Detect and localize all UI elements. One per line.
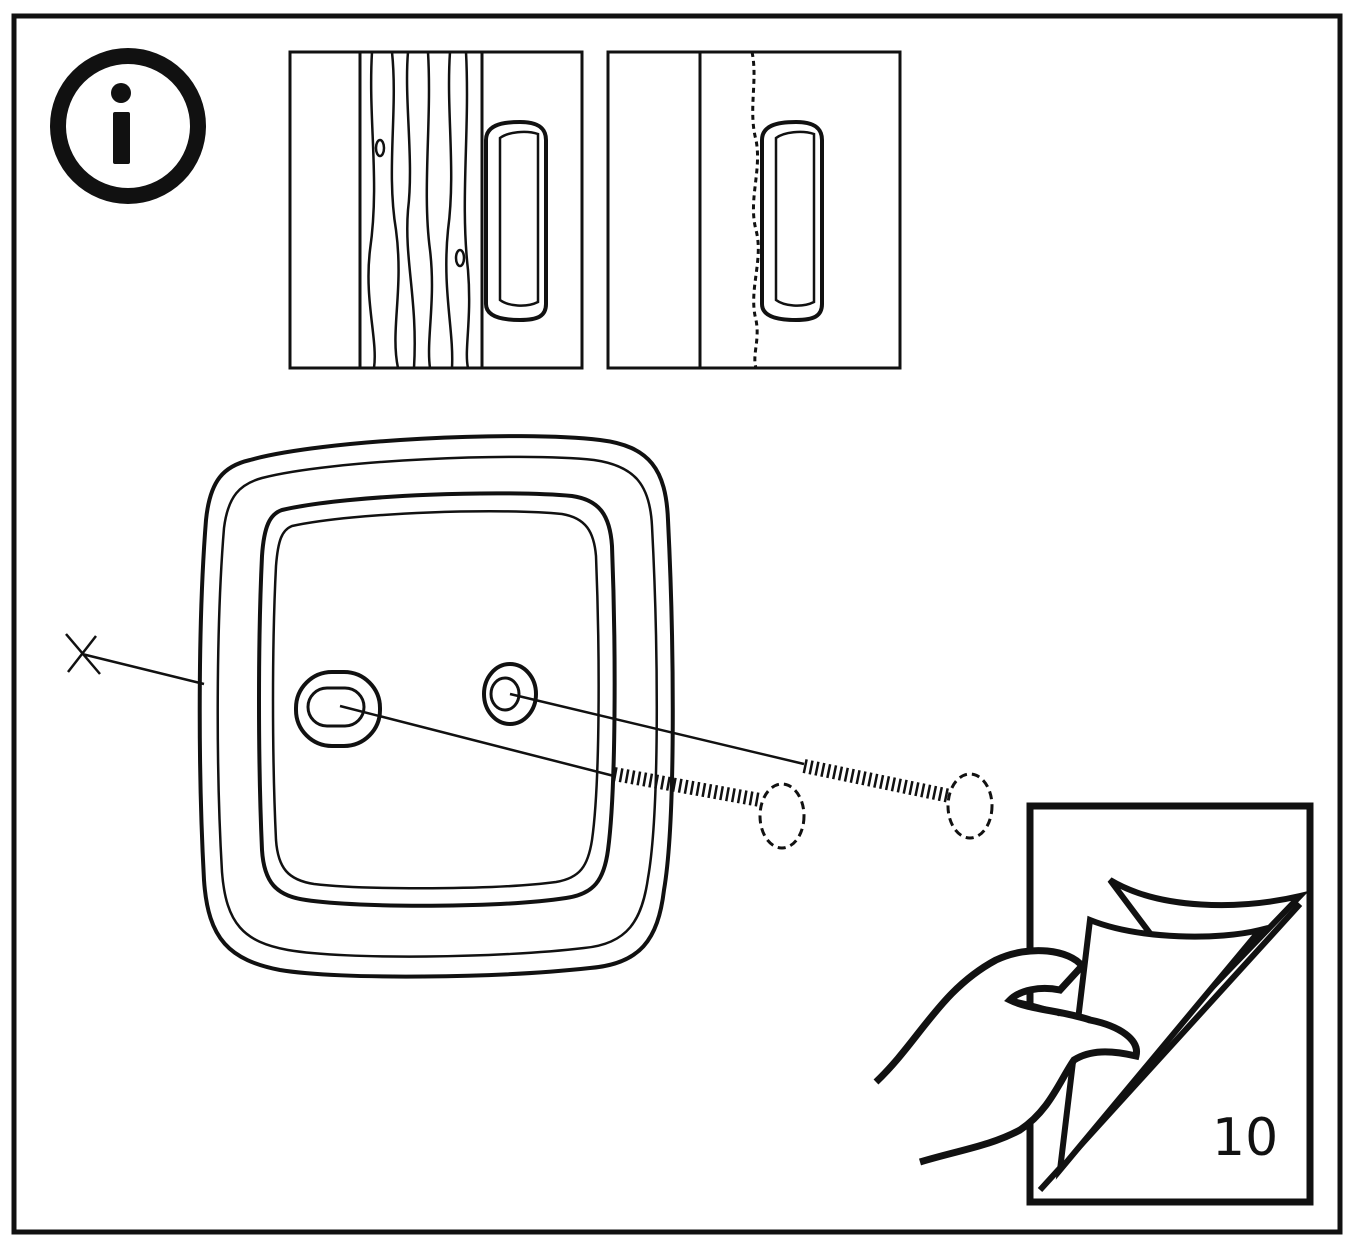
page-number: 10 — [1212, 1108, 1279, 1168]
plaster-wall-icon — [606, 50, 902, 370]
info-icon — [50, 48, 206, 204]
alignment-mark — [65, 633, 205, 686]
screw-lower — [339, 704, 806, 850]
outer-frame — [11, 13, 1343, 1235]
screw-upper — [509, 692, 994, 840]
mounting-plate — [197, 434, 675, 979]
wood-wall-icon — [288, 50, 584, 370]
screw-hole — [482, 662, 538, 726]
peel-backing-icon — [873, 802, 1314, 1206]
keyhole-slot — [294, 670, 382, 748]
